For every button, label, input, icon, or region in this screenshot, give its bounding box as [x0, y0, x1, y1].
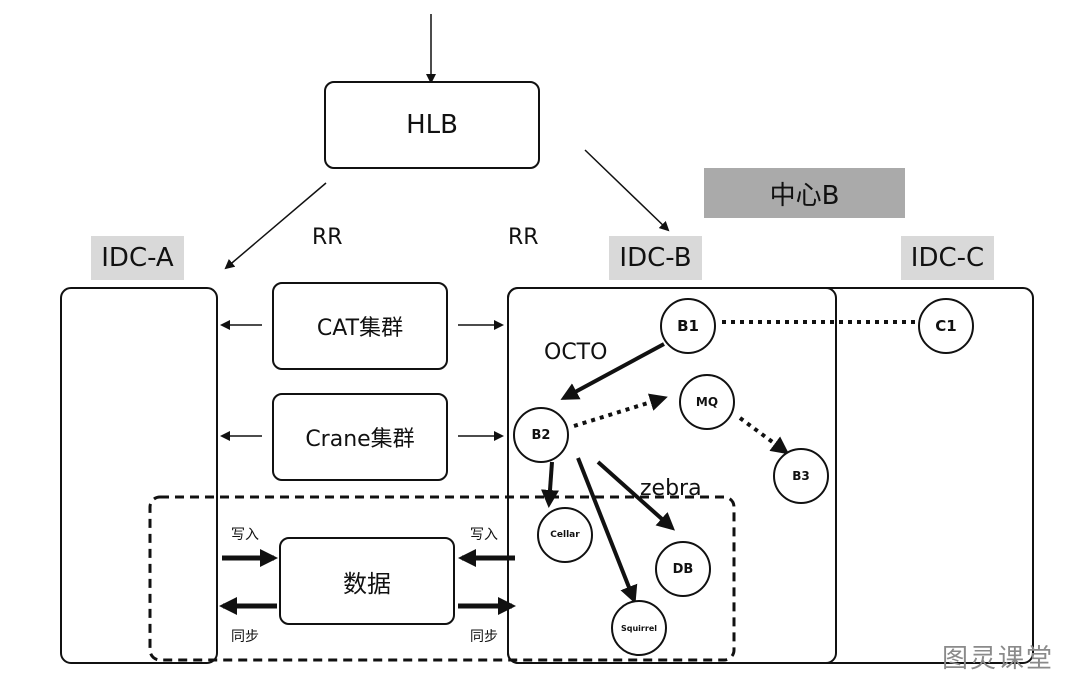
idc-b-label: IDC-B — [619, 243, 692, 273]
rr-right-label: RR — [508, 225, 539, 250]
node-cellar: Cellar — [537, 507, 593, 563]
node-b1: B1 — [660, 298, 716, 354]
crane-cluster-label: Crane集群 — [305, 427, 415, 452]
b2-to-squirrel-arrow — [576, 457, 638, 604]
rr-left-label: RR — [312, 225, 343, 250]
idc-b-tag: IDC-B — [609, 236, 702, 280]
hlb-box: HLB — [324, 81, 540, 169]
node-b2: B2 — [513, 407, 569, 463]
idc-a-container — [60, 287, 218, 664]
octo-label: OCTO — [544, 340, 608, 365]
data-region-dashed — [148, 495, 736, 662]
center-b-tag: 中心B — [704, 168, 905, 218]
b2-to-cellar-arrow — [541, 461, 559, 508]
zebra-label: zebra — [640, 476, 702, 501]
watermark-logo: 图灵课堂 — [942, 644, 1055, 674]
write-left-label: 写入 — [231, 527, 259, 543]
data-box: 数据 — [279, 537, 455, 625]
sync-left-label: 同步 — [231, 629, 259, 645]
idc-c-label: IDC-C — [910, 243, 985, 273]
center-b-label: 中心B — [769, 180, 840, 211]
cat-cluster-box: CAT集群 — [272, 282, 448, 370]
crane-cluster-box: Crane集群 — [272, 393, 448, 481]
hlb-to-idc-b-arrow — [584, 149, 670, 232]
b2-to-mq-dotted — [573, 393, 668, 428]
mq-to-b3-dotted — [738, 416, 790, 455]
hlb-to-idc-a-arrow — [224, 182, 327, 270]
node-db: DB — [655, 541, 711, 597]
b1-to-b2-arrow — [560, 342, 665, 400]
data-label: 数据 — [343, 569, 391, 598]
node-b3: B3 — [773, 448, 829, 504]
sync-right-label: 同步 — [470, 629, 498, 645]
write-right-label: 写入 — [470, 527, 498, 543]
idc-a-label: IDC-A — [101, 243, 174, 273]
b2-to-db-arrow — [596, 460, 675, 531]
node-squirrel: Squirrel — [611, 600, 667, 656]
idc-a-tag: IDC-A — [91, 236, 184, 280]
cat-cluster-label: CAT集群 — [316, 316, 404, 341]
hlb-label: HLB — [406, 110, 458, 140]
idc-b-container — [507, 287, 837, 664]
node-mq: MQ — [679, 374, 735, 430]
node-c1: C1 — [918, 298, 974, 354]
idc-c-tag: IDC-C — [901, 236, 994, 280]
